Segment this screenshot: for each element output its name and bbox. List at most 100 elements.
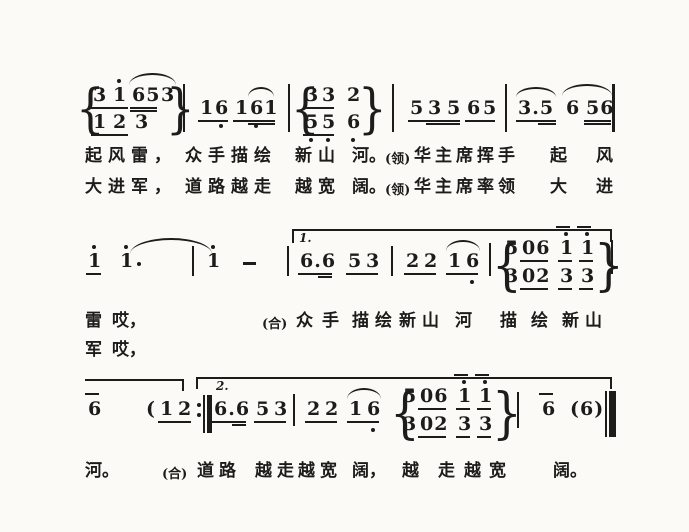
repeat-barline [207, 395, 212, 433]
note-digit: 6 [466, 250, 481, 272]
note-digit: 3 [93, 84, 108, 106]
note-digit: 6 [542, 398, 557, 420]
note-digit: 61 [250, 97, 279, 119]
overbar [454, 374, 468, 376]
volta-label: 2. [216, 379, 229, 393]
volta-line [292, 229, 612, 231]
voice-brace-close: } [166, 79, 195, 140]
octave-dot-high [117, 79, 121, 83]
lyric-text: 新山 [399, 311, 445, 331]
barline [392, 84, 394, 132]
slur [248, 87, 274, 97]
voice-brace-open: { [492, 233, 522, 297]
underline [418, 408, 446, 410]
underline [426, 123, 460, 125]
lyric-text: 阔。 [352, 177, 386, 197]
barline [293, 394, 295, 426]
barline [287, 246, 289, 276]
octave-dot-high [585, 232, 589, 236]
lyric-text: 大进军， [85, 177, 177, 197]
volta-label: 1. [299, 231, 312, 245]
lyric-text: 哎， [112, 340, 146, 360]
note-digit: 2 [113, 111, 128, 133]
lyric-text: 宽 [489, 461, 506, 481]
lyric-text: 众手描绘 [185, 146, 277, 166]
underline [232, 424, 246, 426]
note-digit: 1 [349, 398, 364, 420]
octave-dot-low [371, 428, 375, 432]
underline [130, 107, 157, 109]
underline [91, 134, 128, 136]
note-digit: 1 [120, 250, 135, 272]
note-digit: 1 [207, 250, 222, 272]
note-digit: 1 [581, 237, 596, 259]
underline [346, 273, 378, 275]
underline [212, 421, 246, 423]
octave-dot-high [462, 380, 466, 384]
note-digit: 1 [448, 250, 463, 272]
lyric-text: 河。 [85, 461, 119, 481]
underline [318, 276, 332, 278]
volta-line [85, 379, 184, 381]
note-digit: 1 [458, 385, 473, 407]
slur [562, 84, 612, 96]
lyric-text: 河 [455, 311, 472, 331]
voice-brace-close: } [594, 233, 624, 297]
note-digit: 1 [113, 84, 128, 106]
note-digit: 02 [522, 265, 551, 287]
voice-brace-open: { [76, 79, 105, 140]
note-digit: 3 [305, 84, 320, 106]
underline [347, 421, 379, 423]
note-digit: 6 [88, 398, 103, 420]
note-digit: 5 [483, 97, 498, 119]
note-digit: 3 [161, 84, 176, 106]
note-digit: 6.6 [300, 250, 337, 272]
barline [183, 84, 185, 132]
barline [391, 246, 393, 276]
volta-tick [610, 377, 612, 389]
slur [446, 240, 480, 251]
barline [192, 246, 194, 276]
underline [538, 123, 556, 125]
underline [456, 436, 470, 438]
note-digit: 5 [410, 97, 425, 119]
underline [298, 273, 332, 275]
lyric-text: 华主席率领 [414, 177, 519, 197]
lyric-text: 河。 [352, 146, 386, 166]
note-digit: 6 [566, 97, 581, 119]
overbar [475, 374, 489, 376]
note-digit: 3 [135, 111, 150, 133]
volta-tick [196, 377, 198, 389]
tie [130, 238, 212, 254]
octave-dot-high [483, 380, 487, 384]
lyric-text: 进 [596, 177, 613, 197]
note-digit: 2 [325, 398, 340, 420]
overbar [577, 226, 591, 228]
underline [477, 408, 491, 410]
underline [254, 421, 286, 423]
slur [347, 388, 381, 399]
underline [418, 436, 446, 438]
underline [477, 436, 491, 438]
barline [612, 84, 615, 132]
part-marker: (合) [262, 317, 288, 332]
lyric-text: 描 [500, 311, 517, 331]
repeat-barline [203, 395, 205, 433]
note-digit: 65 [132, 84, 161, 106]
barline [505, 84, 507, 132]
note-digit: 56 [586, 97, 615, 119]
lyric-text: 众手 [296, 311, 348, 331]
octave-dot-low [254, 124, 258, 128]
slur [516, 87, 556, 97]
overbar [556, 226, 570, 228]
half-note-dash [243, 262, 256, 265]
repeat-dot [197, 413, 201, 417]
note-digit: 5 [256, 398, 271, 420]
note-digit: 1 [160, 398, 175, 420]
note-digit: 2 [347, 84, 362, 106]
barline [489, 243, 491, 276]
volta-line [196, 377, 612, 379]
lyric-text: 军 [85, 340, 102, 360]
part-marker: (合) [162, 467, 188, 482]
octave-dot-low [219, 124, 223, 128]
